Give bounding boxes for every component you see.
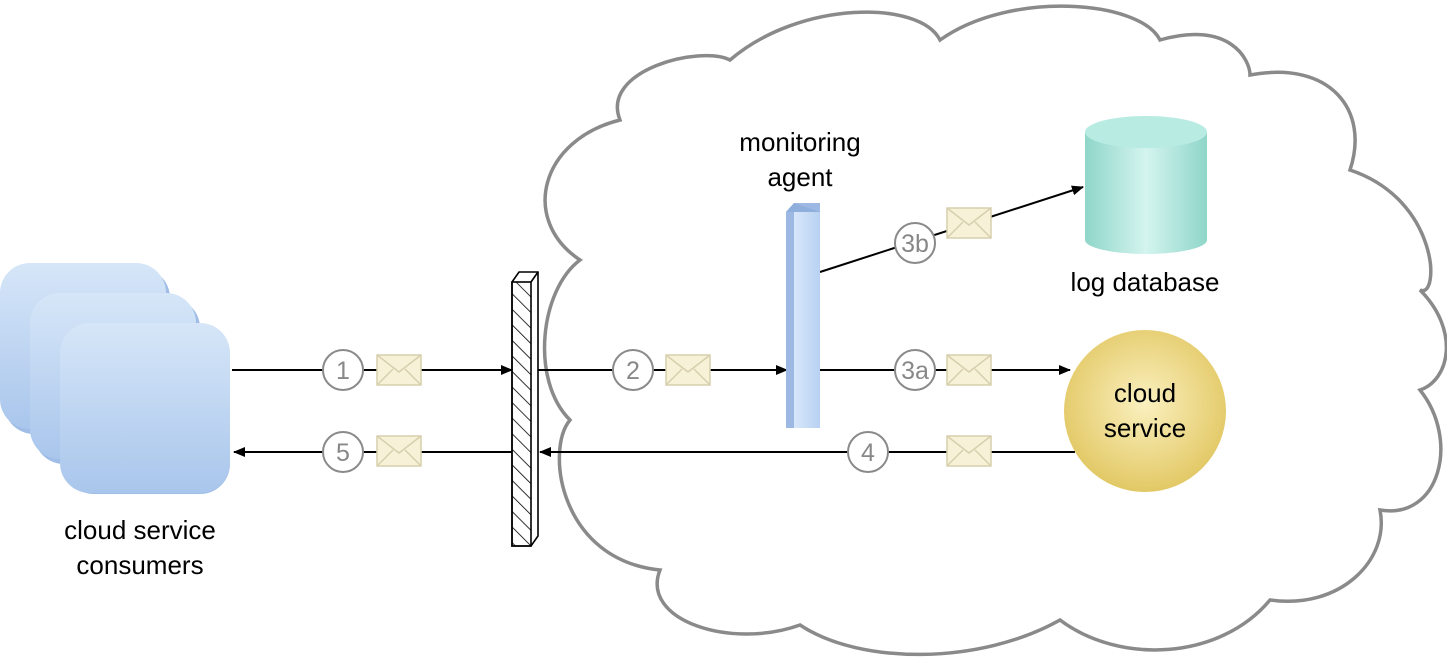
- service-label-line-2: service: [1103, 413, 1187, 443]
- envelope-icon: [946, 207, 992, 239]
- cloud-service-consumers-icon: [0, 263, 230, 494]
- step-label-5: 5: [336, 439, 350, 467]
- consumers-label-line-2: consumers: [76, 550, 204, 580]
- step-label-4: 4: [861, 439, 875, 467]
- envelope-icon: [946, 435, 992, 467]
- step-label-1: 1: [336, 357, 350, 385]
- service-label-line-1: cloud: [1113, 378, 1177, 408]
- agent-label-line-1: monitoring: [739, 127, 861, 157]
- monitoring-agent-label: monitoring agent: [700, 125, 900, 195]
- cloud-outline: [542, 4, 1447, 657]
- envelope-icon: [665, 354, 711, 386]
- step-badge-4: 4: [847, 431, 889, 473]
- step-badge-1: 1: [322, 349, 364, 391]
- log-database-icon: [1085, 116, 1207, 254]
- step-badge-5: 5: [322, 431, 364, 473]
- envelope-icon: [376, 435, 422, 467]
- log-database-label: log database: [1045, 265, 1245, 300]
- agent-label-line-2: agent: [767, 162, 833, 192]
- monitoring-agent-icon: [786, 203, 820, 428]
- envelope-icon: [376, 354, 422, 386]
- step-label-3a: 3a: [901, 357, 929, 385]
- consumers-label-line-1: cloud service: [64, 515, 216, 545]
- firewall-icon: [511, 271, 539, 547]
- step-badge-3b: 3b: [894, 222, 936, 264]
- cloud-service-label: cloud service: [1065, 376, 1225, 446]
- cloud-service-consumers-label: cloud service consumers: [40, 513, 240, 583]
- step-label-3b: 3b: [901, 230, 929, 258]
- log-database-label-text: log database: [1070, 267, 1220, 297]
- step-badge-3a: 3a: [894, 349, 936, 391]
- envelope-icon: [946, 354, 992, 386]
- step-label-2: 2: [626, 357, 640, 385]
- step-badge-2: 2: [612, 349, 654, 391]
- cloud-service-icon: [1064, 330, 1226, 492]
